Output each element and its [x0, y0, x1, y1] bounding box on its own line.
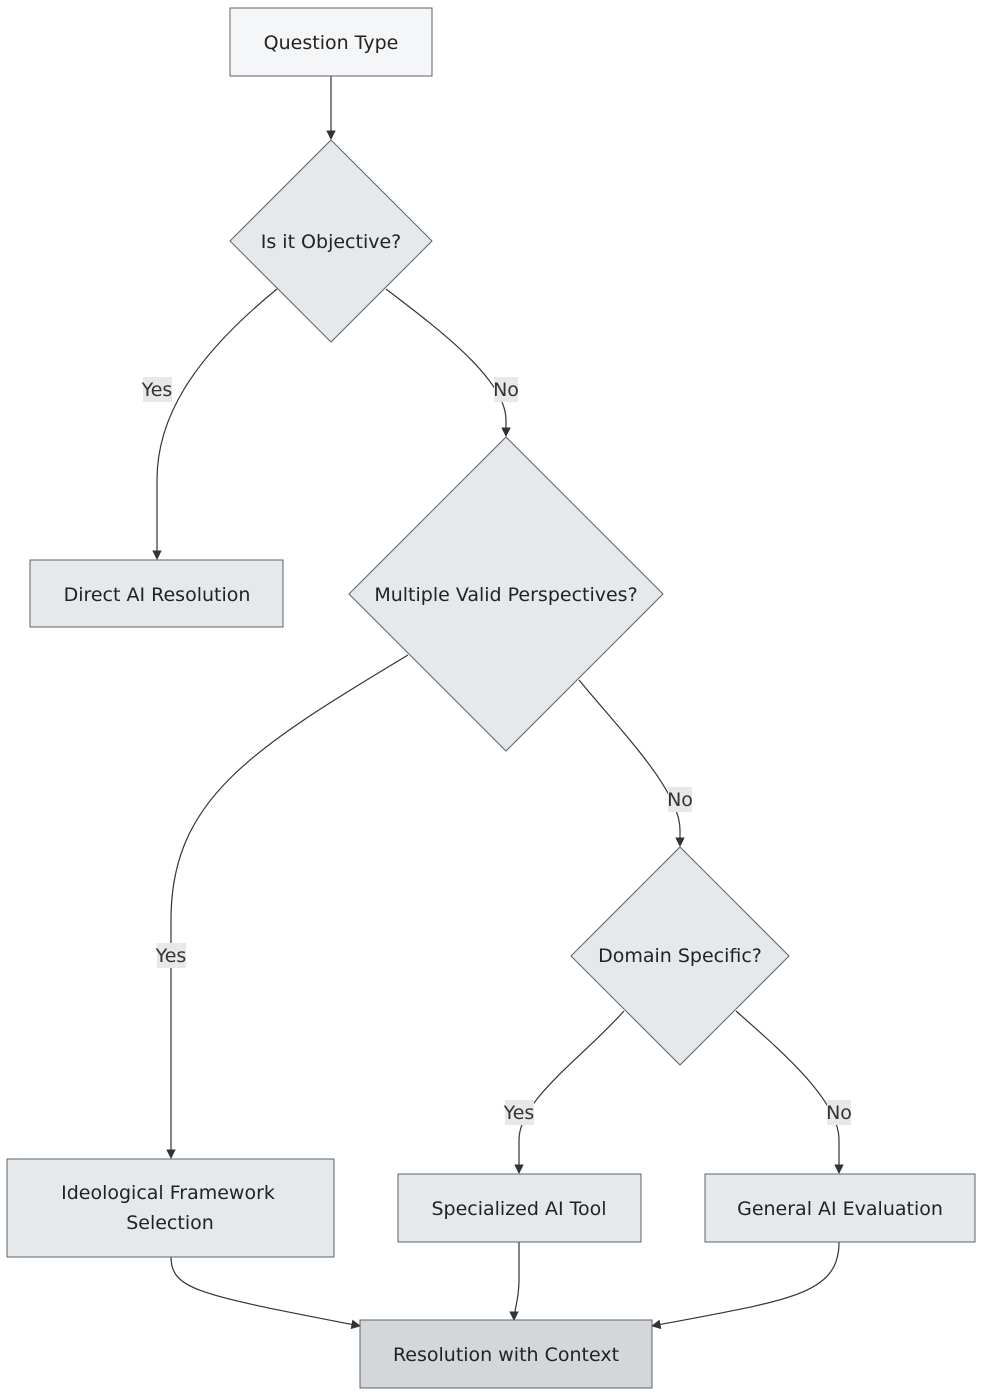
is-objective-label: Is it Objective? — [261, 231, 402, 253]
domain-yes-text: Yes — [503, 1102, 535, 1124]
is-objective-diamond — [229, 139, 433, 343]
node-resolution-with-context: Resolution with Context — [359, 1319, 653, 1389]
multiple-perspectives-diamond — [348, 436, 664, 752]
edge-objective-no — [385, 288, 511, 437]
general-label: General AI Evaluation — [737, 1198, 943, 1220]
objective-yes-text: Yes — [141, 379, 173, 401]
node-multiple-perspectives: Multiple Valid Perspectives? — [348, 436, 664, 752]
node-specialized-ai-tool: Specialized AI Tool — [397, 1173, 642, 1243]
edge-general-to-resolution — [651, 1241, 840, 1330]
node-domain-specific: Domain Specific? — [570, 846, 790, 1066]
domain-specific-label: Domain Specific? — [598, 945, 762, 967]
edge-objective-yes — [152, 288, 278, 560]
edge-perspectives-no — [578, 679, 685, 847]
ideological-label-line2: Selection — [126, 1212, 214, 1234]
node-is-objective: Is it Objective? — [229, 139, 433, 343]
edge-domain-no — [735, 1010, 844, 1174]
edge-domain-yes — [514, 1010, 625, 1174]
direct-ai-box — [29, 559, 284, 628]
edge-label-objective-yes: Yes — [141, 377, 173, 402]
edge-specialized-to-resolution — [509, 1242, 520, 1321]
question-type-box — [229, 7, 433, 77]
edge-ideological-to-resolution — [170, 1256, 361, 1330]
node-direct-ai-resolution: Direct AI Resolution — [29, 559, 284, 628]
edge-label-objective-no: No — [493, 377, 519, 402]
specialized-label: Specialized AI Tool — [431, 1198, 606, 1220]
edge-label-perspectives-no: No — [667, 787, 693, 812]
objective-no-text: No — [493, 379, 519, 401]
domain-specific-diamond — [570, 846, 790, 1066]
direct-ai-label: Direct AI Resolution — [64, 584, 251, 606]
resolution-label: Resolution with Context — [393, 1344, 619, 1366]
edge-label-domain-yes: Yes — [503, 1100, 535, 1125]
edge-perspectives-yes — [166, 654, 409, 1159]
node-ideological-framework: Ideological Framework Selection — [6, 1158, 335, 1258]
node-question-type: Question Type — [229, 7, 433, 77]
general-box — [704, 1173, 976, 1243]
perspectives-yes-text: Yes — [155, 945, 187, 967]
ideological-label-line1: Ideological Framework — [61, 1182, 275, 1204]
resolution-box — [359, 1319, 653, 1389]
node-general-ai-evaluation: General AI Evaluation — [704, 1173, 976, 1243]
multiple-perspectives-label: Multiple Valid Perspectives? — [374, 584, 637, 606]
ideological-box — [6, 1158, 335, 1258]
edge-label-perspectives-yes: Yes — [155, 943, 187, 968]
specialized-box — [397, 1173, 642, 1243]
domain-no-text: No — [826, 1102, 852, 1124]
perspectives-no-text: No — [667, 789, 693, 811]
edge-label-domain-no: No — [826, 1100, 852, 1125]
question-type-label: Question Type — [264, 32, 399, 54]
